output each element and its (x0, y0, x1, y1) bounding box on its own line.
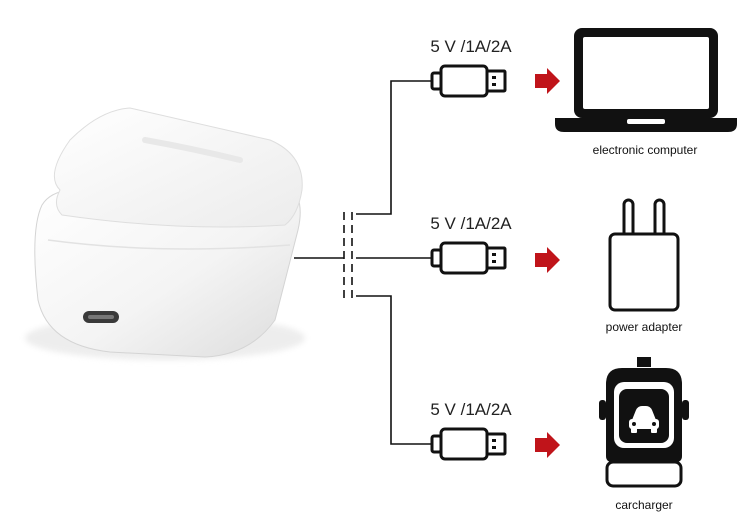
voltage-spec-label: 5 V /1A/2A (430, 214, 512, 233)
connector-lines (294, 80, 432, 445)
target-label: electronic computer (593, 143, 698, 157)
power-adapter-icon (608, 198, 680, 312)
car-charger-icon (599, 357, 689, 488)
case-lid (53, 107, 303, 228)
charging-case (25, 107, 305, 360)
usb-plug (430, 241, 507, 275)
arrow-right-icon (535, 432, 560, 458)
target-label: power adapter (606, 320, 683, 334)
usb-plug (430, 427, 507, 461)
laptop-icon (555, 28, 737, 132)
voltage-spec-label: 5 V /1A/2A (430, 400, 512, 419)
arrow-right-icon (535, 247, 560, 273)
arrow-right-icon (535, 68, 560, 94)
target-label: carcharger (615, 498, 672, 512)
voltage-spec-label: 5 V /1A/2A (430, 37, 512, 56)
usb-plug (430, 64, 507, 98)
